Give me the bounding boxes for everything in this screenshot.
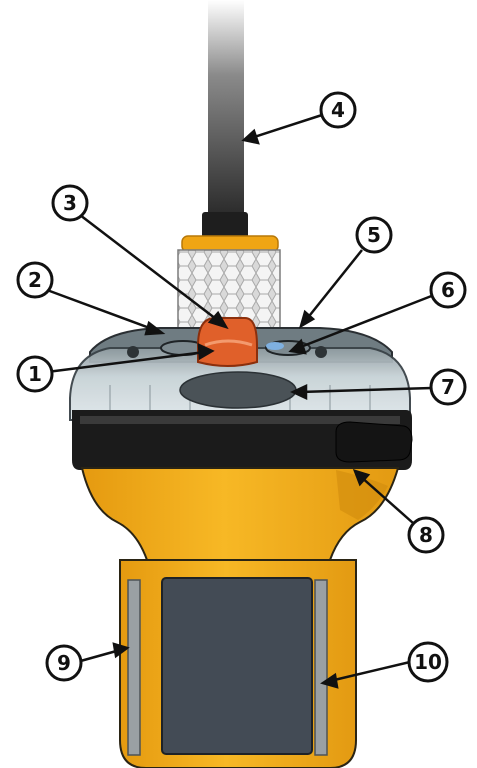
band-highlight bbox=[80, 416, 400, 424]
side-strip-right bbox=[314, 579, 328, 756]
callout-5: 5 bbox=[355, 216, 393, 254]
callout-2: 2 bbox=[16, 261, 54, 299]
callout-4: 4 bbox=[319, 91, 357, 129]
top-screw-right bbox=[315, 346, 327, 358]
callout-label-4: 4 bbox=[331, 98, 345, 122]
side-strip-left bbox=[127, 579, 141, 756]
label-panel bbox=[161, 577, 313, 755]
callout-label-5: 5 bbox=[367, 223, 381, 247]
callout-10: 10 bbox=[407, 641, 449, 683]
callout-label-7: 7 bbox=[441, 375, 455, 399]
side-lever bbox=[335, 421, 413, 463]
callout-3: 3 bbox=[51, 184, 89, 222]
callout-label-9: 9 bbox=[57, 651, 71, 675]
callout-7: 7 bbox=[429, 368, 467, 406]
top-screw-left bbox=[127, 346, 139, 358]
release-button-highlight bbox=[204, 339, 253, 347]
callout-8: 8 bbox=[407, 516, 445, 554]
status-led bbox=[266, 342, 284, 350]
callout-1: 1 bbox=[16, 355, 54, 393]
callout-6: 6 bbox=[429, 271, 467, 309]
body-shadow bbox=[336, 470, 388, 520]
callout-9: 9 bbox=[45, 644, 83, 682]
callout-label-8: 8 bbox=[419, 523, 433, 547]
leader-lines bbox=[46, 113, 435, 689]
callout-label-10: 10 bbox=[414, 650, 442, 674]
antenna bbox=[208, 0, 244, 215]
black-band bbox=[72, 410, 412, 470]
callout-label-3: 3 bbox=[63, 191, 77, 215]
callout-label-1: 1 bbox=[28, 362, 42, 386]
antenna-base bbox=[202, 212, 248, 240]
strobe-lens bbox=[179, 371, 297, 409]
callout-label-2: 2 bbox=[28, 268, 42, 292]
callout-label-6: 6 bbox=[441, 278, 455, 302]
